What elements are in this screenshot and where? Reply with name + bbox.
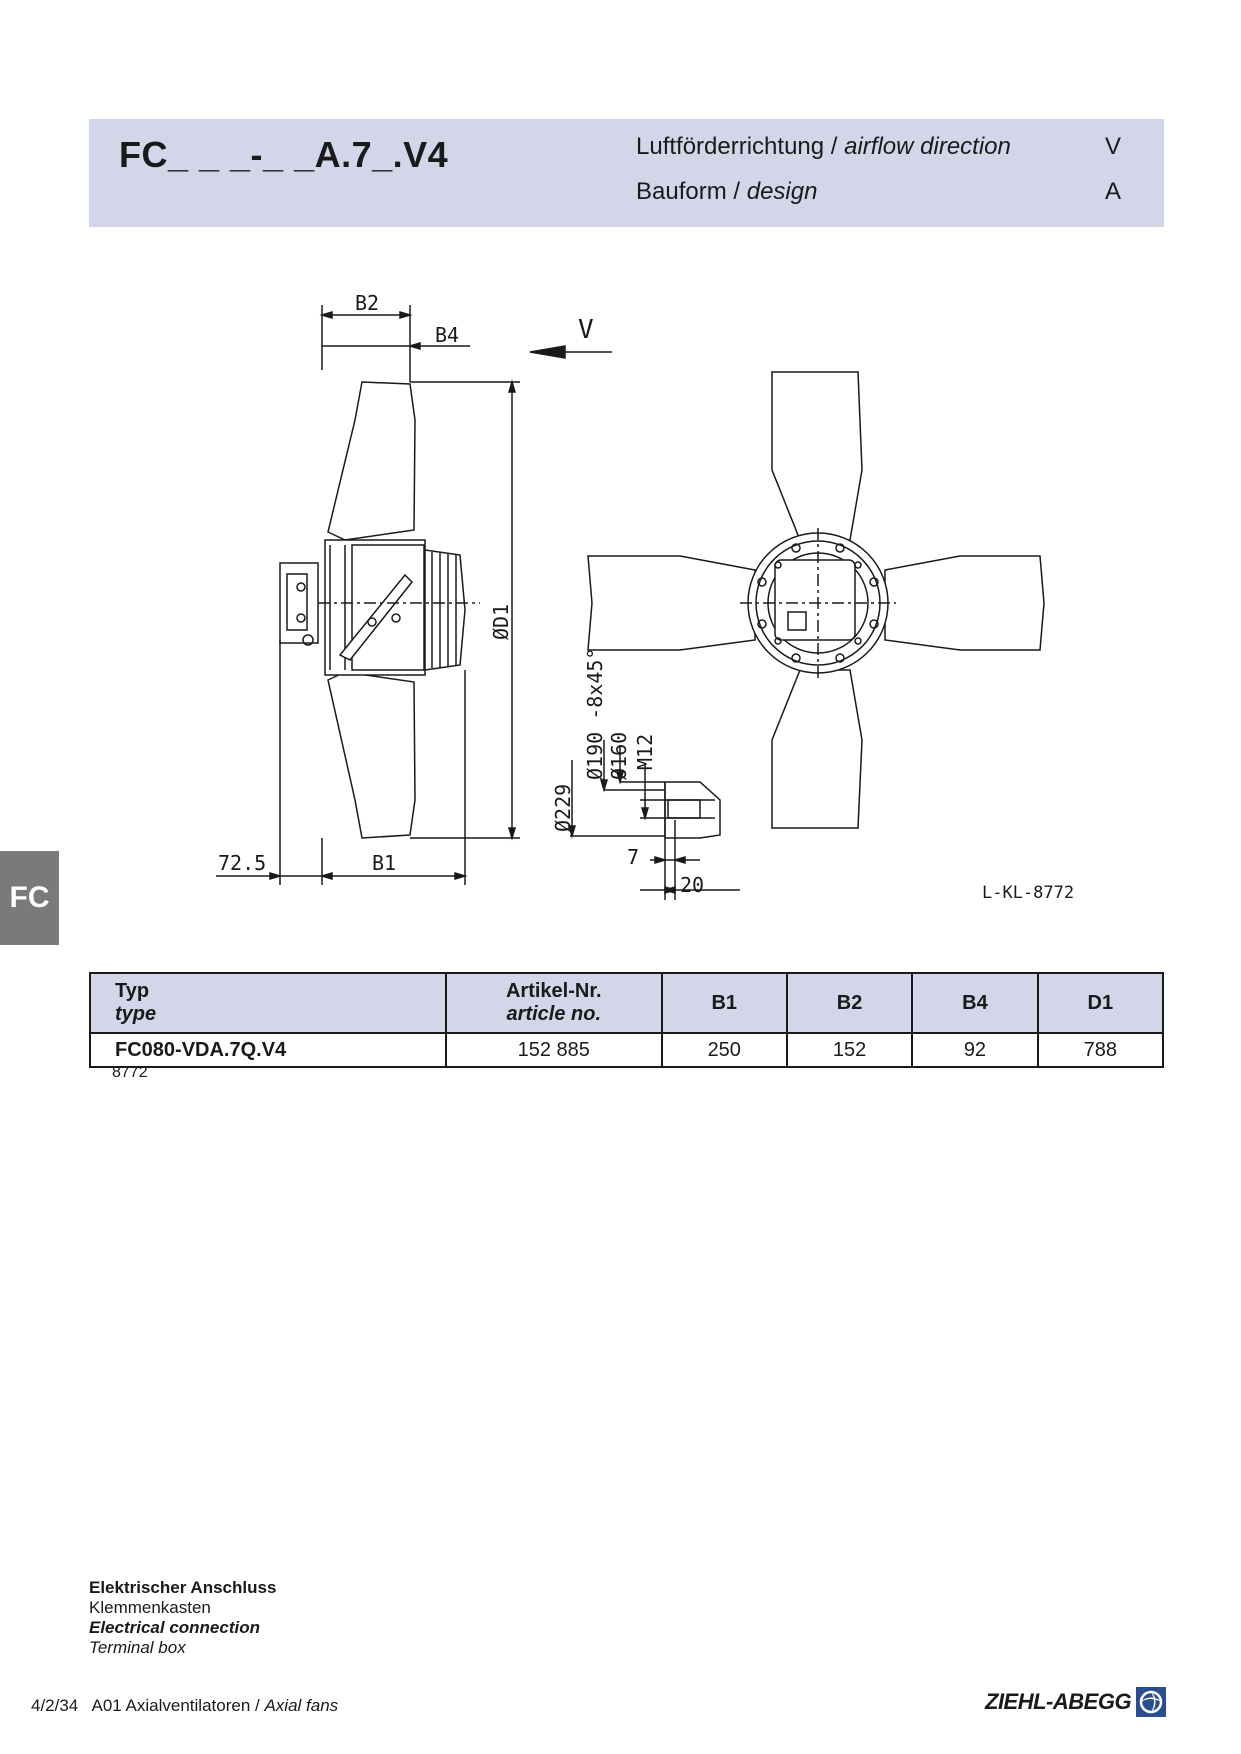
dim-7: 7: [627, 845, 639, 869]
dim-b2: B2: [355, 291, 379, 315]
spec-table: Typ type Artikel-Nr. article no. B1 B2 B…: [89, 972, 1165, 1068]
cell-b2: 152: [785, 1032, 914, 1068]
brand: ZIEHL-ABEGG: [985, 1686, 1167, 1718]
table-note: 8772: [112, 1064, 148, 1081]
front-blade-top: [771, 371, 863, 541]
front-blade-right: [884, 555, 1045, 651]
col-header-b4: B4: [911, 972, 1039, 1034]
section-tab[interactable]: FC: [0, 851, 59, 945]
side-view-terminal-box: [279, 562, 319, 644]
header-band: FC_ _ _-_ _A.7_.V4 Luftförderrichtung / …: [89, 119, 1164, 227]
col-header-b1: B1: [660, 972, 788, 1034]
dim-20: 20: [680, 873, 704, 897]
cell-b1: 250: [660, 1032, 788, 1068]
brand-logo-icon: [1136, 1687, 1167, 1717]
drawing-reference: L-KL-8772: [982, 883, 1074, 903]
side-view-lower-blade: [327, 671, 416, 839]
page-number: 4/2/34: [31, 1696, 79, 1715]
dim-v: V: [578, 315, 594, 345]
front-view: [587, 371, 1045, 829]
flange-detail: [567, 740, 740, 900]
technical-drawing: B2 B4 V ØD1 B1 72.5 Ø190 -8x45° Ø160 M12…: [216, 291, 1074, 903]
dim-72-5: 72.5: [218, 851, 266, 875]
dim-d190: Ø190 -8x45°: [583, 648, 607, 780]
col-header-type: Typ type: [89, 972, 447, 1034]
dim-d160: Ø160: [607, 732, 631, 780]
front-blade-left: [587, 555, 756, 651]
col-header-b2: B2: [785, 972, 914, 1034]
cell-article: 152 885: [444, 1032, 663, 1068]
col-header-article: Artikel-Nr. article no.: [444, 972, 663, 1034]
dim-m12: M12: [633, 734, 657, 770]
electrical-connection: Elektrischer Anschluss Klemmenkasten Ele…: [89, 1578, 277, 1657]
table-header-row: Typ type Artikel-Nr. article no. B1 B2 B…: [89, 972, 1165, 1034]
airflow-direction-value: V: [1105, 133, 1122, 160]
cell-d1: 788: [1036, 1032, 1165, 1068]
footer: 4/2/34 A01 Axialventilatoren / Axial fan…: [31, 1696, 339, 1715]
model-code: FC_ _ _-_ _A.7_.V4: [119, 134, 449, 175]
cell-b4: 92: [911, 1032, 1039, 1068]
side-view-upper-blade: [327, 381, 416, 541]
dim-d1: ØD1: [489, 604, 513, 640]
table-row: FC080-VDA.7Q.V4 152 885 250 152 92 788: [89, 1032, 1165, 1068]
dim-b4: B4: [435, 323, 459, 347]
front-blade-bottom: [771, 669, 863, 829]
brand-name: ZIEHL-ABEGG: [985, 1689, 1132, 1714]
col-header-d1: D1: [1036, 972, 1165, 1034]
airflow-direction-label: Luftförderrichtung / airflow direction: [636, 133, 1011, 160]
design-value: A: [1105, 178, 1122, 205]
dim-d229: Ø229: [551, 784, 575, 832]
design-label: Bauform / design: [636, 178, 818, 205]
dim-b1: B1: [372, 851, 396, 875]
cell-type: FC080-VDA.7Q.V4: [89, 1032, 447, 1068]
